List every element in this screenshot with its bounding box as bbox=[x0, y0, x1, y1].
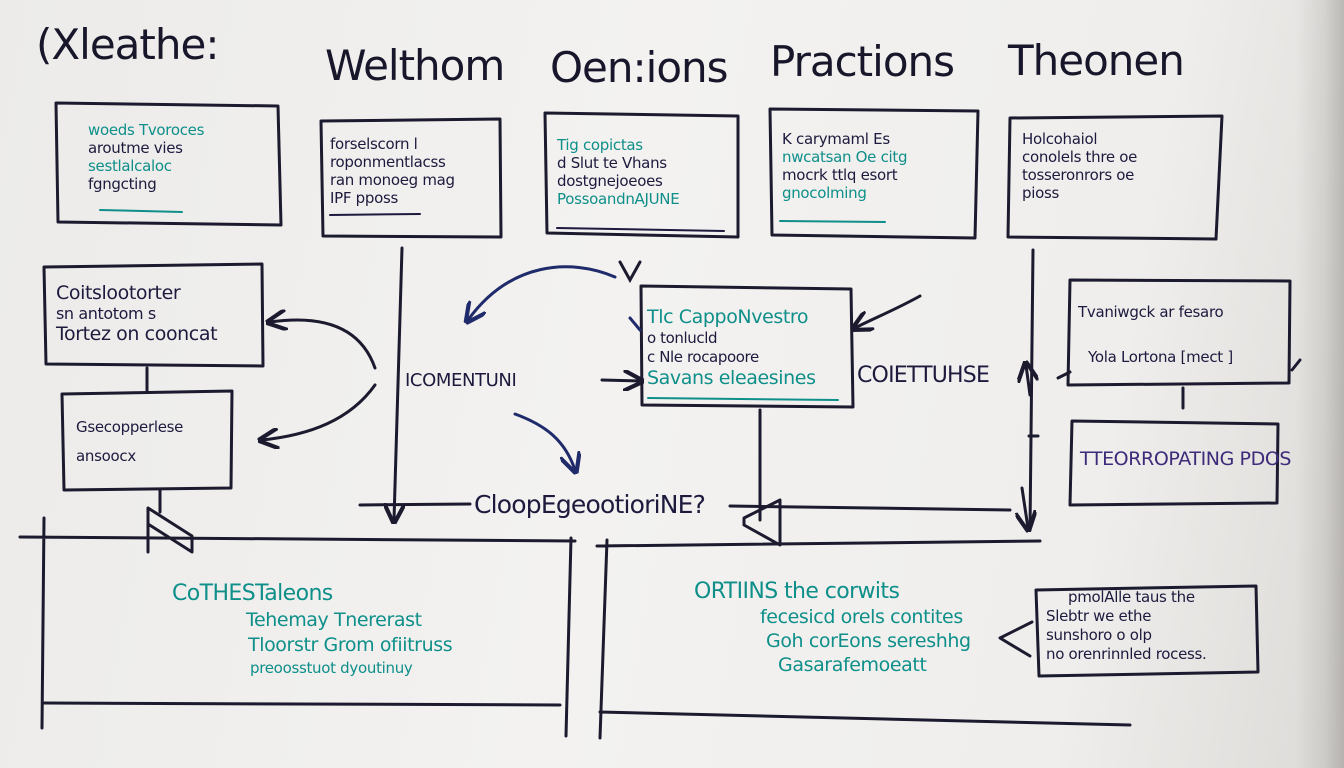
bottom-left-text: CoTHESTaleons Tehemay Tnererast Tloorstr… bbox=[172, 581, 453, 677]
label-coit: COIETTUHSE bbox=[857, 363, 990, 388]
top-box-5 bbox=[1006, 114, 1224, 241]
arrow-center-down bbox=[513, 412, 575, 470]
callout-line: sunshoro o olp bbox=[1046, 626, 1152, 644]
callout-pointer bbox=[998, 620, 1034, 658]
top-box-3-line: PossoandnAJUNE bbox=[557, 190, 680, 208]
top-box-4-text: K carymaml Es nwcatsan Oe citg mocrk ttl… bbox=[782, 130, 908, 202]
center-box-text: Tlc CappoNvestro o tonlucld c Nle rocapo… bbox=[647, 308, 816, 388]
top-box-5-line: pioss bbox=[1022, 184, 1059, 202]
vertical-line-2 bbox=[394, 246, 402, 520]
left-box-1-line: sn antotom s bbox=[56, 304, 156, 323]
label-comment: ICOMENTUNI bbox=[405, 370, 517, 391]
right-box-2-text: TTEORROPATING PDOS bbox=[1080, 448, 1292, 470]
left-box-1-line: Tortez on cooncat bbox=[56, 323, 218, 345]
board-edge-shadow bbox=[1296, 0, 1344, 768]
label-cloud: CloopEgeootioriNE? bbox=[474, 490, 706, 519]
top-box-4-line: mocrk ttlq esort bbox=[782, 166, 898, 184]
arrow-center-in bbox=[600, 380, 640, 381]
top-box-4-line: K carymaml Es bbox=[782, 130, 890, 148]
horizontal-line-mid-2 bbox=[728, 504, 1012, 512]
left-box-2 bbox=[60, 389, 234, 492]
top-box-2-text: forselscorn l roponmentlacss ran monoeg … bbox=[330, 137, 455, 206]
bottom-left-box bbox=[18, 516, 577, 738]
top-box-1-line: aroutme vies bbox=[88, 139, 183, 157]
center-box-line: Savans eleaesines bbox=[647, 367, 816, 389]
callout-box bbox=[1034, 584, 1260, 678]
bottom-right-line: ORTIINS the corwits bbox=[694, 579, 900, 604]
arrow-left-lower bbox=[262, 383, 377, 440]
right-box-1-line: Tvaniwgck ar fesaro bbox=[1078, 303, 1224, 321]
arrow-v-check bbox=[618, 260, 642, 284]
top-box-2 bbox=[319, 117, 503, 239]
bottom-left-line: preoosstuot dyoutinuy bbox=[250, 659, 413, 677]
top-box-1-line: woeds Tvoroces bbox=[88, 121, 205, 139]
callout-line: Slebtr we ethe bbox=[1046, 607, 1152, 625]
top-box-2-line: IPF pposs bbox=[330, 189, 399, 207]
top-box-5-line: conolels thre oe bbox=[1022, 148, 1138, 166]
right-box-1-line: Yola Lortona [mect ] bbox=[1088, 348, 1233, 366]
top-box-2-line: roponmentlacss bbox=[330, 153, 446, 171]
center-box-line: Tlc CappoNvestro bbox=[647, 306, 809, 328]
arrow-right-down bbox=[1022, 486, 1028, 528]
top-box-4 bbox=[768, 107, 980, 240]
left-box-2-text: Gsecopperlese ansoocx bbox=[76, 420, 183, 464]
top-box-1-text: woeds Tvoroces aroutme vies sestlalcaloc… bbox=[88, 123, 204, 192]
bottom-left-line: CoTHESTaleons bbox=[172, 581, 333, 606]
callout-line: no orenrinnled rocess. bbox=[1046, 645, 1207, 663]
bottom-right-box bbox=[595, 538, 1132, 740]
top-box-3-line: dostgnejoeoes bbox=[557, 172, 663, 190]
bottom-right-line: Goh corEons sereshhg bbox=[766, 630, 971, 652]
top-box-1 bbox=[54, 101, 283, 227]
left-box-1 bbox=[42, 262, 265, 368]
top-box-2-line: forselscorn l bbox=[330, 135, 418, 153]
bottom-right-text: ORTIINS the corwits fecesicd orels conti… bbox=[694, 581, 971, 675]
bottom-right-line: Gasarafemoeatt bbox=[778, 654, 927, 676]
top-box-2-line: ran monoeg mag bbox=[330, 171, 455, 189]
header-4: Practions bbox=[770, 37, 955, 86]
top-box-5-line: tosseronrors oe bbox=[1022, 166, 1135, 184]
arrow-right-box1-tick bbox=[1290, 358, 1302, 372]
right-box-1 bbox=[1066, 278, 1292, 387]
right-box-2 bbox=[1068, 419, 1280, 507]
top-box-5-text: Holcohaiol conolels thre oe tosseronrors… bbox=[1022, 132, 1137, 201]
top-box-3-text: Tig copictas d Slut te Vhans dostgnejoeo… bbox=[557, 136, 680, 208]
top-box-1-line: sestlalcaloc bbox=[88, 157, 172, 175]
center-box bbox=[639, 284, 855, 409]
arrow-right-box1-in bbox=[1056, 370, 1072, 380]
bottom-left-line: Tloorstr Grom ofiitruss bbox=[248, 634, 453, 656]
right-vertical-line bbox=[1028, 248, 1035, 532]
header-3: Oen:ions bbox=[550, 43, 729, 92]
callout-line: pmolAlle taus the bbox=[1068, 588, 1195, 606]
bottom-right-line: fecesicd orels contites bbox=[760, 606, 963, 628]
left-box-1-line: Coitslootorter bbox=[56, 282, 181, 304]
left-box-2-line: ansoocx bbox=[76, 447, 136, 465]
top-box-3-line: d Slut te Vhans bbox=[557, 154, 667, 172]
horizontal-line-mid bbox=[358, 502, 472, 507]
left-box-2-line: Gsecopperlese bbox=[76, 418, 184, 436]
header-2: Welthom bbox=[325, 41, 505, 90]
left-box-1-text: Coitslootorter sn antotom s Tortez on co… bbox=[56, 282, 218, 345]
top-box-4-line: gnocolming bbox=[782, 184, 867, 202]
arrow-right-mid bbox=[1026, 365, 1030, 397]
header-1: (Xleathe: bbox=[36, 20, 219, 69]
top-box-1-line: fgngcting bbox=[88, 175, 157, 193]
arrow-right-upper bbox=[855, 294, 922, 328]
top-box-5-line: Holcohaiol bbox=[1022, 130, 1098, 148]
header-5: Theonen bbox=[1008, 36, 1185, 85]
top-box-4-line: nwcatsan Oe citg bbox=[782, 148, 908, 166]
callout-text: pmolAlle taus the Slebtr we ethe sunshor… bbox=[1046, 590, 1207, 662]
right-box-1-text: Tvaniwgck ar fesaro Yola Lortona [mect ] bbox=[1078, 305, 1233, 365]
funnel-left bbox=[146, 506, 194, 554]
arrow-arc-top bbox=[468, 265, 617, 320]
top-box-3-line: Tig copictas bbox=[557, 136, 643, 154]
center-box-line: o tonlucld bbox=[647, 329, 718, 347]
bottom-left-line: Tehemay Tnererast bbox=[246, 609, 422, 631]
top-box-3 bbox=[543, 111, 740, 239]
arrow-left-upper bbox=[270, 320, 377, 370]
arrow-center-tick bbox=[628, 316, 642, 332]
center-box-line: c Nle rocapoore bbox=[647, 348, 759, 366]
